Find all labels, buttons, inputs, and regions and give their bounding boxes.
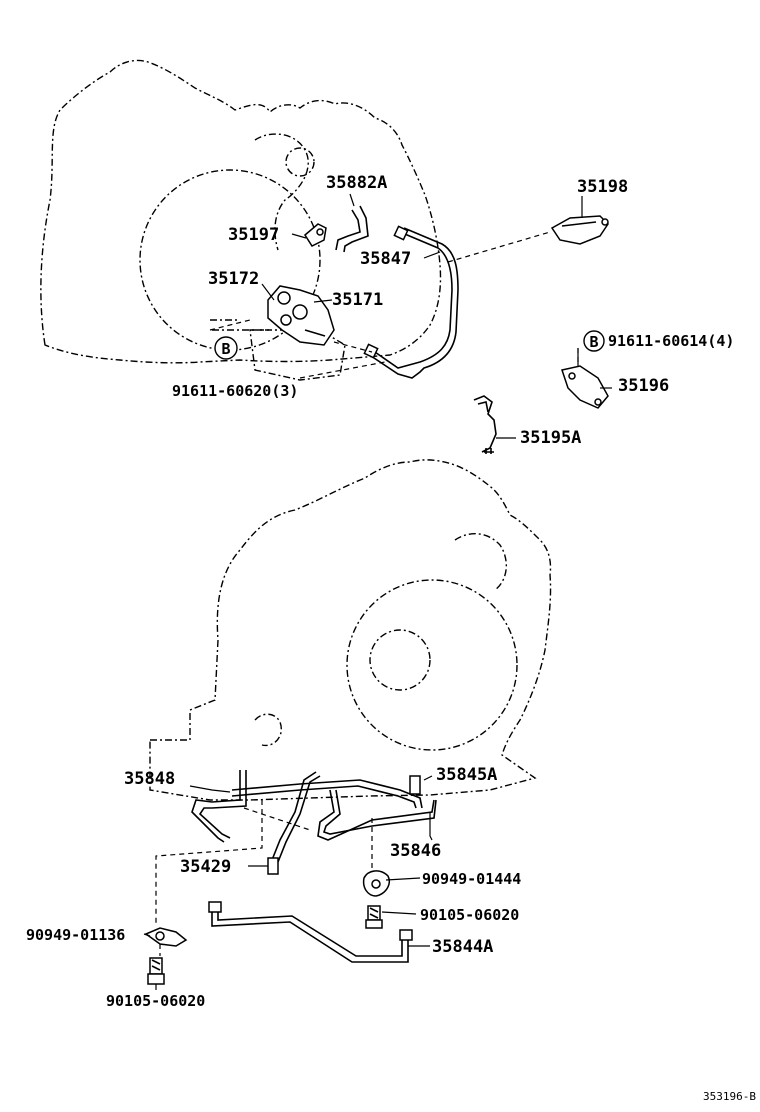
- tube-35845A[interactable]: [231, 775, 423, 809]
- marker-b-right: B: [583, 330, 605, 352]
- clip-35197[interactable]: [304, 223, 327, 247]
- bracket-35195A[interactable]: [473, 395, 497, 454]
- clamp-90949-01444[interactable]: [362, 870, 390, 897]
- label-35844A: 35844A: [432, 937, 493, 957]
- label-90949-01136: 90949-01136: [26, 926, 125, 944]
- bracket-35198[interactable]: [550, 215, 609, 245]
- label-35848: 35848: [124, 769, 175, 789]
- bracket-35196[interactable]: [561, 365, 609, 409]
- marker-b-left-text: B: [221, 340, 230, 358]
- lower-transaxle-outline: [149, 459, 552, 801]
- label-35171: 35171: [332, 290, 383, 310]
- valve-35171[interactable]: [267, 285, 335, 346]
- label-35429: 35429: [180, 857, 231, 877]
- tube-35847[interactable]: [363, 225, 459, 379]
- upper-transaxle-outline: [40, 59, 442, 381]
- label-90105-06020-bottom: 90105-06020: [106, 992, 205, 1010]
- label-35172: 35172: [208, 269, 259, 289]
- label-35198: 35198: [577, 177, 628, 197]
- label-90105-06020-right: 90105-06020: [420, 906, 519, 924]
- clamp-90949-01136[interactable]: [144, 927, 188, 947]
- leader-lines: [143, 193, 612, 990]
- label-91611-60620: 91611-60620(3): [172, 382, 298, 400]
- label-35845A: 35845A: [436, 765, 497, 785]
- label-35882A: 35882A: [326, 173, 387, 193]
- tube-35848[interactable]: [191, 770, 247, 843]
- label-35195A: 35195A: [520, 428, 581, 448]
- tube-35844A[interactable]: [208, 901, 413, 963]
- marker-b-right-text: B: [589, 333, 598, 351]
- marker-b-left: B: [214, 336, 238, 360]
- label-35196: 35196: [618, 376, 669, 396]
- label-91611-60614: 91611-60614(4): [608, 332, 734, 350]
- tube-35429[interactable]: [267, 771, 321, 875]
- label-35847: 35847: [360, 249, 411, 269]
- hose-35882A[interactable]: [335, 205, 369, 253]
- tube-35846[interactable]: [317, 789, 437, 841]
- lower-guide-lines: [155, 800, 373, 956]
- bolt-90105-06020-bottom[interactable]: [147, 957, 165, 985]
- bolt-90105-06020-right[interactable]: [365, 905, 383, 929]
- reference-code: 353196-B: [703, 1090, 756, 1103]
- label-90949-01444: 90949-01444: [422, 870, 521, 888]
- label-35197: 35197: [228, 225, 279, 245]
- label-35846: 35846: [390, 841, 441, 861]
